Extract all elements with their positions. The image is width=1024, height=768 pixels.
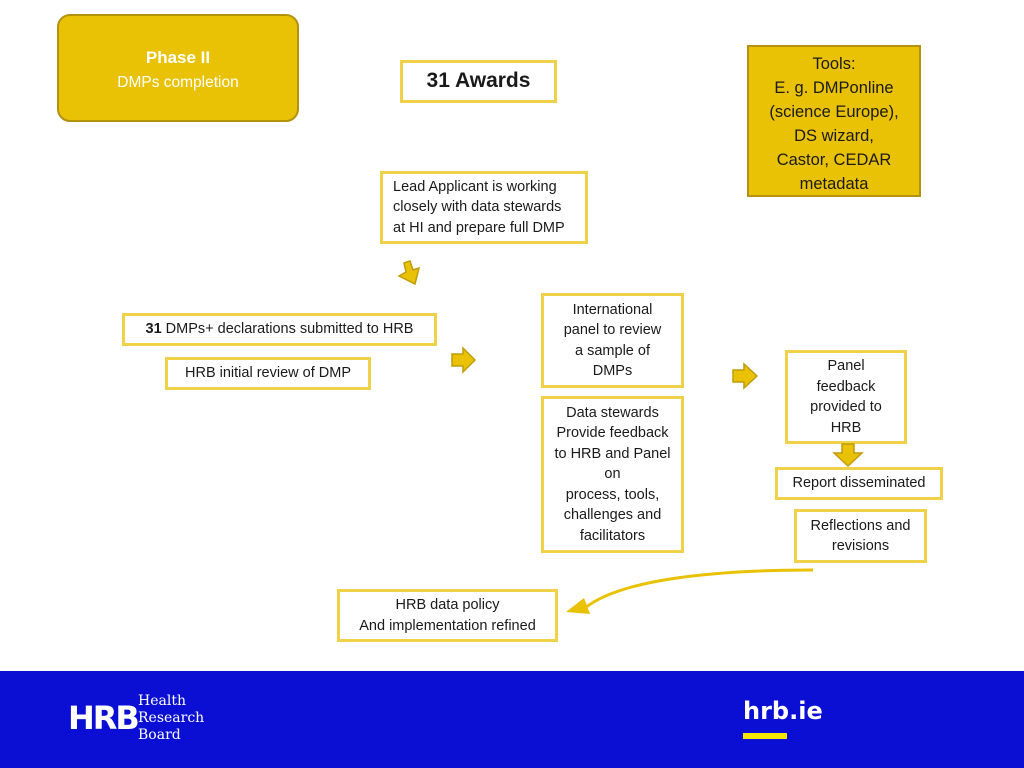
- awards-label: 31 Awards: [426, 69, 531, 93]
- lead-applicant-line: closely with data stewards: [393, 199, 562, 216]
- policy-line: HRB data policy: [395, 597, 500, 613]
- policy-line: And implementation refined: [359, 617, 536, 634]
- data-stewards-line: Data stewards: [566, 404, 659, 421]
- tools-line: Tools:: [812, 55, 856, 73]
- tools-line: Castor, CEDAR: [776, 151, 892, 169]
- lead-applicant-box: Lead Applicant is working closely with d…: [380, 171, 588, 244]
- down-arrow-icon: [832, 443, 864, 467]
- reflections-line: Reflections and: [810, 517, 911, 534]
- feedback-line: feedback: [816, 378, 876, 395]
- data-stewards-line: on: [604, 466, 621, 483]
- data-stewards-line: facilitators: [579, 527, 646, 544]
- international-panel-box: International panel to review a sample o…: [541, 293, 684, 388]
- tools-box: Tools: E. g. DMPonline (science Europe),…: [747, 45, 921, 197]
- lead-applicant-line: Lead Applicant is working: [393, 178, 557, 195]
- data-stewards-line: to HRB and Panel: [554, 445, 671, 462]
- feedback-line: provided to: [810, 399, 882, 415]
- phase-box: Phase II DMPs completion: [57, 14, 299, 122]
- lead-applicant-line: at HI and prepare full DMP: [393, 219, 565, 236]
- initial-review-box: HRB initial review of DMP: [165, 357, 371, 390]
- panel-line: a sample of: [575, 342, 650, 359]
- data-stewards-box: Data stewards Provide feedback to HRB an…: [541, 396, 684, 553]
- tools-line: DS wizard,: [794, 127, 874, 145]
- website-underline: [743, 733, 787, 739]
- initial-review-label: HRB initial review of DMP: [185, 365, 351, 382]
- hrb-logo-mark: HRB: [68, 699, 140, 737]
- reflections-box: Reflections and revisions: [794, 509, 927, 563]
- feedback-line: HRB: [830, 419, 862, 436]
- curved-arrow-icon: [566, 568, 814, 614]
- tools-line: E. g. DMPonline: [774, 79, 894, 97]
- data-stewards-line: process, tools,: [565, 486, 660, 503]
- right-arrow-icon: [732, 362, 759, 390]
- awards-box: 31 Awards: [400, 60, 557, 103]
- panel-line: International: [572, 301, 653, 318]
- submitted-text: DMPs+ declarations submitted to HRB: [161, 321, 414, 338]
- down-arrow-icon: [397, 260, 421, 286]
- tools-line: metadata: [799, 175, 869, 193]
- submitted-box: 31 DMPs+ declarations submitted to HRB: [122, 313, 437, 346]
- report-box: Report disseminated: [775, 467, 943, 500]
- policy-box: HRB data policy And implementation refin…: [337, 589, 558, 642]
- tools-line: (science Europe),: [769, 103, 899, 121]
- website-link[interactable]: hrb.ie: [743, 697, 823, 725]
- data-stewards-line: challenges and: [563, 507, 662, 524]
- phase-subtitle: DMPs completion: [117, 74, 239, 91]
- footer-bar: HRB Health Research Board hrb.ie: [0, 671, 1024, 768]
- data-stewards-line: Provide feedback: [556, 425, 669, 442]
- feedback-line: Panel: [827, 358, 865, 374]
- hrb-logo: HRB Health Research Board: [68, 693, 208, 749]
- logo-text-line: Health: [138, 693, 186, 709]
- panel-line: panel to review: [563, 322, 662, 338]
- panel-feedback-box: Panel feedback provided to HRB: [785, 350, 907, 444]
- logo-text-line: Research: [138, 710, 205, 726]
- right-arrow-icon: [451, 346, 477, 374]
- phase-title: Phase II: [145, 48, 211, 67]
- submitted-count: 31: [145, 321, 162, 338]
- reflections-line: revisions: [831, 538, 890, 554]
- panel-line: DMPs: [592, 363, 633, 379]
- logo-text-line: Board: [138, 727, 181, 743]
- report-label: Report disseminated: [792, 475, 926, 492]
